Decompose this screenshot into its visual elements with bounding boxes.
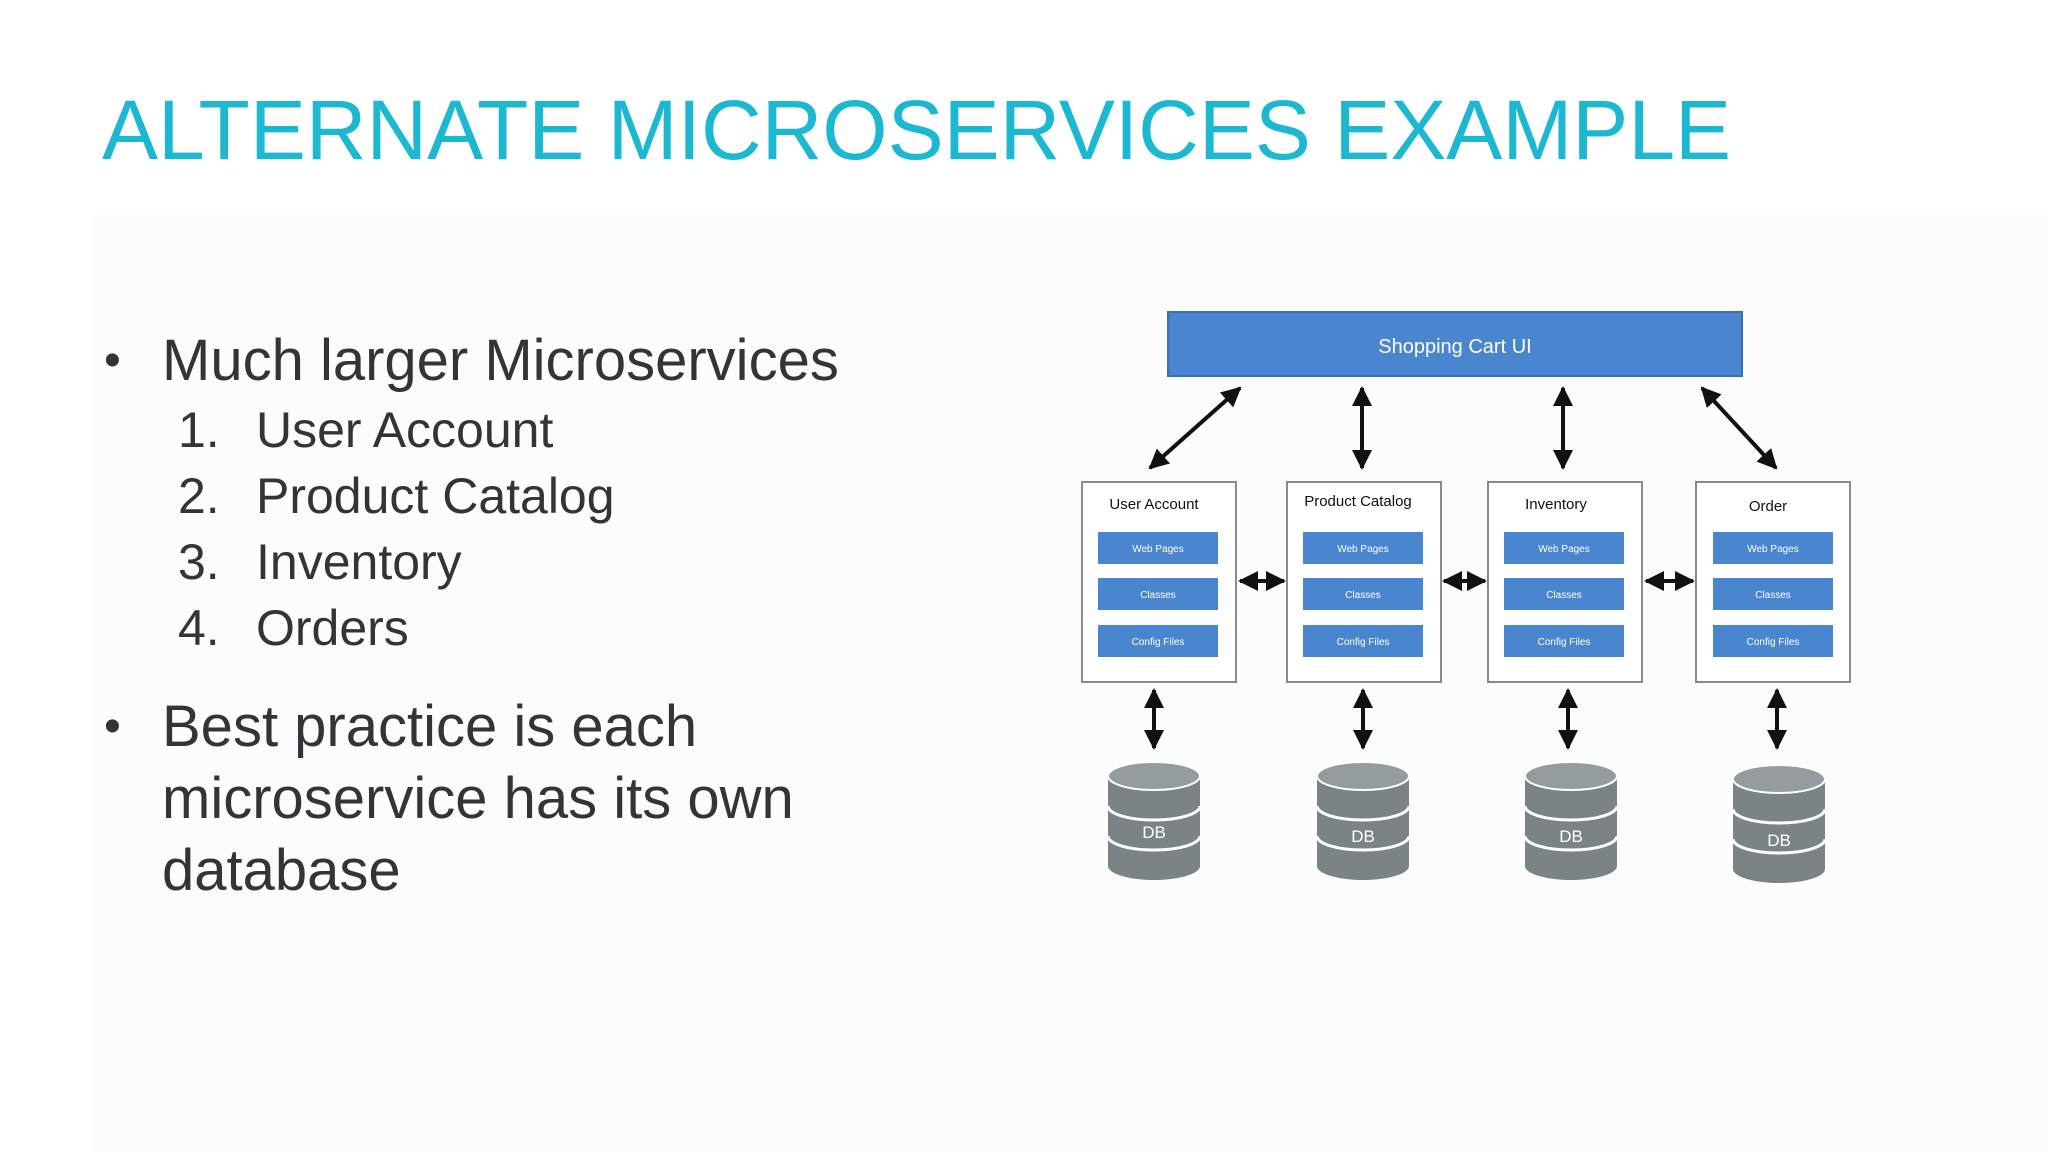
database-icon-inventory: DB	[1523, 761, 1619, 880]
arrow-ui-user-account	[1148, 386, 1242, 470]
layer-box	[1713, 578, 1833, 610]
layer-box	[1303, 532, 1423, 564]
layer-label: Web Pages	[1538, 544, 1590, 555]
layer-label: Web Pages	[1337, 544, 1389, 555]
bullet-text: Much larger Microservices	[162, 328, 839, 393]
layer-label: Config Files	[1337, 637, 1390, 648]
service-name: User Account	[1109, 496, 1199, 513]
database-icon-product-catalog: DB	[1315, 761, 1411, 880]
db-arrows	[1144, 688, 1787, 750]
service-box-order: Order Web Pages Classes Config Files	[1695, 481, 1851, 683]
list-item: 4. Orders	[100, 595, 980, 661]
layer-label: Config Files	[1538, 637, 1591, 648]
list-number: 2.	[178, 468, 220, 524]
db-label: DB	[1767, 831, 1791, 850]
layer-box	[1098, 625, 1218, 657]
list-number: 4.	[178, 600, 220, 656]
list-number: 1.	[178, 402, 220, 458]
layer-box	[1713, 532, 1833, 564]
bullet-item: • Best practice is each microservice has…	[100, 691, 980, 907]
layer-label: Classes	[1140, 590, 1176, 601]
bullet-dot: •	[104, 700, 121, 753]
bullet-dot: •	[104, 334, 121, 387]
service-name: Inventory	[1525, 496, 1587, 513]
shopping-cart-ui: Shopping Cart UI	[1167, 311, 1743, 377]
layer-box	[1303, 578, 1423, 610]
service-box-user-account: User Account Web Pages Classes Config Fi…	[1081, 481, 1237, 683]
bullet-text: Best practice is each microservice has i…	[162, 694, 794, 903]
list-item: 2. Product Catalog	[100, 463, 980, 529]
layer-label: Classes	[1345, 590, 1381, 601]
layer-box	[1504, 625, 1624, 657]
bullet-item: • Much larger Microservices	[100, 325, 980, 397]
layer-box	[1303, 625, 1423, 657]
ui-arrows	[1148, 386, 1778, 470]
list-item: 3. Inventory	[100, 529, 980, 595]
layer-box	[1504, 532, 1624, 564]
bullet-list: • Much larger Microservices 1. User Acco…	[100, 325, 980, 907]
list-text: User Account	[256, 402, 554, 458]
layer-box	[1713, 625, 1833, 657]
db-label: DB	[1559, 827, 1583, 846]
service-name: Product Catalog	[1304, 493, 1412, 510]
slide-title: ALTERNATE MICROSERVICES EXAMPLE	[102, 83, 1732, 177]
numbered-list: 1. User Account 2. Product Catalog 3. In…	[100, 397, 980, 661]
layer-label: Classes	[1546, 590, 1582, 601]
db-label: DB	[1142, 823, 1166, 842]
layer-label: Web Pages	[1747, 544, 1799, 555]
list-text: Orders	[256, 600, 409, 656]
list-text: Product Catalog	[256, 468, 615, 524]
database-icon-order: DB	[1731, 764, 1827, 883]
service-name: Order	[1749, 498, 1787, 515]
layer-box	[1504, 578, 1624, 610]
arrow-ui-order	[1700, 386, 1778, 470]
layer-label: Config Files	[1132, 637, 1185, 648]
layer-label: Classes	[1755, 590, 1791, 601]
layer-box	[1098, 578, 1218, 610]
list-item: 1. User Account	[100, 397, 980, 463]
shopping-cart-ui-label: Shopping Cart UI	[1378, 336, 1531, 358]
service-box-inventory: Inventory Web Pages Classes Config Files	[1487, 481, 1643, 683]
layer-label: Config Files	[1747, 637, 1800, 648]
list-text: Inventory	[256, 534, 462, 590]
db-label: DB	[1351, 827, 1375, 846]
layer-box	[1098, 532, 1218, 564]
list-number: 3.	[178, 534, 220, 590]
service-box-product-catalog: Product Catalog Web Pages Classes Config…	[1286, 481, 1442, 683]
architecture-diagram: Shopping Cart UI User Account Web Pages …	[1081, 311, 1851, 883]
layer-label: Web Pages	[1132, 544, 1184, 555]
database-icon-user-account: DB	[1106, 761, 1202, 880]
